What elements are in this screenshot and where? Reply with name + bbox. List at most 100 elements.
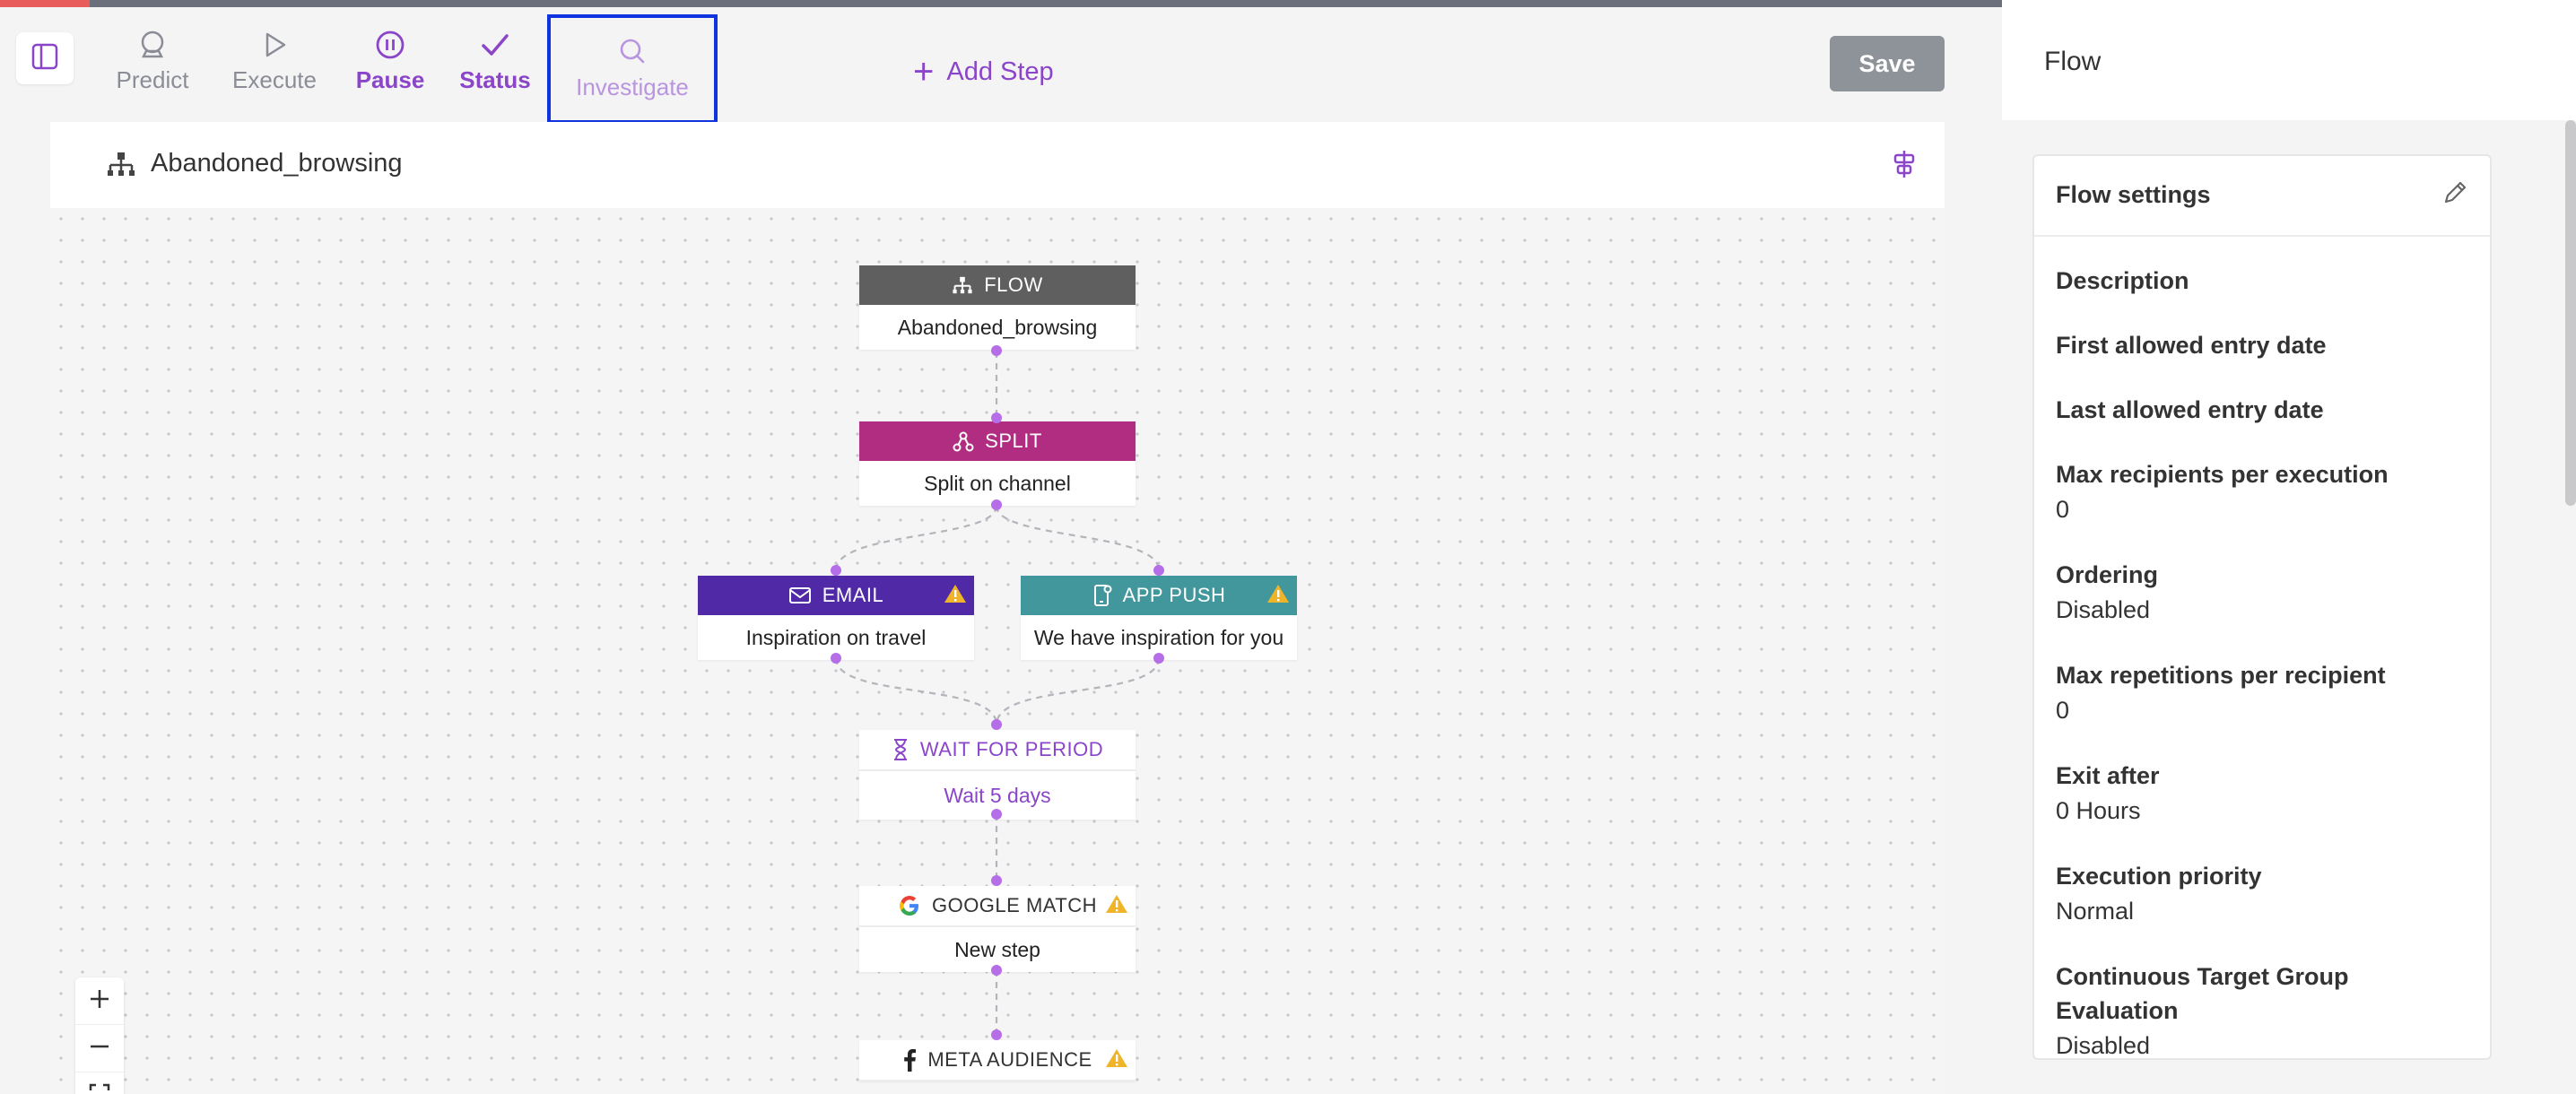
field-value: 0 — [2056, 697, 2070, 724]
warning-icon — [1105, 1047, 1128, 1074]
flow-settings-title: Flow settings — [2056, 181, 2211, 208]
connector-dot[interactable] — [1153, 653, 1164, 664]
investigate-button[interactable]: Investigate — [547, 14, 718, 124]
connector-dot[interactable] — [991, 1029, 1002, 1040]
connector-dot[interactable] — [991, 809, 1002, 820]
app-push-node[interactable]: APP PUSH We have inspiration for you — [1021, 576, 1297, 660]
warning-icon — [1105, 893, 1128, 920]
panel-body: Flow settings Description First allowed … — [2002, 120, 2576, 1094]
align-icon[interactable] — [1891, 149, 1918, 184]
meta-audience-node[interactable]: META AUDIENCE — [859, 1040, 1136, 1081]
field-continuous-target-group-evaluation: Continuous Target Group Evaluation Disab… — [2056, 959, 2477, 1064]
field-label: Exit after — [2056, 762, 2160, 789]
connector-dot[interactable] — [991, 719, 1002, 730]
execute-icon — [257, 27, 292, 63]
zoom-in-icon — [88, 987, 111, 1015]
flow-icon — [952, 275, 973, 295]
email-node[interactable]: EMAIL Inspiration on travel — [698, 576, 974, 660]
email-icon — [788, 586, 812, 604]
fit-view-button[interactable] — [75, 1072, 124, 1094]
split-node[interactable]: SPLIT Split on channel — [859, 421, 1136, 506]
connector-dot[interactable] — [991, 345, 1002, 356]
flow-canvas[interactable]: FLOW Abandoned_browsing SPLIT Split on c… — [50, 208, 1945, 1094]
search-icon — [614, 34, 650, 70]
connector-dot[interactable] — [1153, 565, 1164, 576]
connector-dot[interactable] — [991, 875, 1002, 886]
field-value: 0 — [2056, 496, 2070, 523]
pause-button[interactable]: Pause — [350, 27, 431, 99]
field-last-allowed-entry-date: Last allowed entry date — [2056, 393, 2477, 427]
connector-dot[interactable] — [991, 499, 1002, 510]
connector-dot[interactable] — [831, 653, 841, 664]
field-value: Normal — [2056, 898, 2135, 925]
flow-node[interactable]: FLOW Abandoned_browsing — [859, 265, 1136, 350]
pencil-icon[interactable] — [2441, 179, 2468, 211]
facebook-icon — [902, 1048, 917, 1072]
zoom-out-icon — [88, 1035, 111, 1063]
connector-dot[interactable] — [831, 565, 841, 576]
split-icon — [953, 430, 974, 452]
execute-button[interactable]: Execute — [224, 27, 325, 99]
field-label: First allowed entry date — [2056, 332, 2327, 359]
split-node-label: Split on channel — [924, 471, 1071, 495]
predict-label: Predict — [116, 66, 189, 93]
save-button[interactable]: Save — [1830, 36, 1945, 91]
app-push-node-type: APP PUSH — [1122, 584, 1226, 606]
field-label: Last allowed entry date — [2056, 396, 2324, 423]
connector-dot[interactable] — [991, 965, 1002, 976]
split-node-header: SPLIT — [859, 421, 1136, 461]
wait-node-label: Wait 5 days — [944, 783, 1051, 807]
hourglass-icon — [892, 738, 909, 761]
field-description: Description — [2056, 264, 2477, 298]
wait-node[interactable]: WAIT FOR PERIOD Wait 5 days — [859, 730, 1136, 820]
field-exit-after: Exit after 0 Hours — [2056, 759, 2477, 829]
status-button[interactable]: Status — [450, 27, 540, 99]
flow-side-panel: Flow Flow settings Description First all… — [2002, 0, 2576, 1094]
execute-label: Execute — [232, 66, 317, 93]
status-check-icon — [477, 27, 513, 63]
top-progress-fill — [0, 0, 90, 7]
app-push-node-label: We have inspiration for you — [1033, 625, 1284, 649]
app-push-node-header: APP PUSH — [1021, 576, 1297, 615]
connector-dot[interactable] — [991, 412, 1002, 423]
sidebar-toggle-icon — [31, 43, 58, 74]
flow-node-type: FLOW — [984, 274, 1043, 296]
google-match-node[interactable]: GOOGLE MATCH New step — [859, 886, 1136, 972]
meta-audience-node-type: META AUDIENCE — [927, 1048, 1092, 1071]
field-value: 0 Hours — [2056, 797, 2141, 824]
google-icon — [898, 894, 921, 917]
panel-scrollbar[interactable] — [2565, 120, 2576, 506]
field-execution-priority: Execution priority Normal — [2056, 859, 2477, 929]
predict-icon — [135, 27, 170, 63]
field-value: Disabled — [2056, 596, 2151, 623]
flow-icon — [106, 151, 136, 182]
warning-icon — [944, 583, 967, 610]
flow-name: Abandoned_browsing — [151, 149, 403, 178]
google-match-node-label: New step — [954, 937, 1040, 961]
investigate-label: Investigate — [576, 74, 689, 100]
canvas-header: Abandoned_browsing — [50, 122, 1945, 210]
email-node-type: EMAIL — [822, 584, 884, 606]
field-label: Max recipients per execution — [2056, 461, 2389, 488]
add-step-label: Add Step — [946, 56, 1054, 86]
flow-settings-card: Flow settings Description First allowed … — [2032, 154, 2492, 1060]
add-step-button[interactable]: + Add Step — [913, 54, 1054, 90]
flow-node-label: Abandoned_browsing — [897, 315, 1098, 339]
field-ordering: Ordering Disabled — [2056, 558, 2477, 628]
sidebar-toggle-button[interactable] — [16, 32, 74, 84]
connector-lines — [834, 352, 1161, 1035]
zoom-out-button[interactable] — [75, 1025, 124, 1072]
fit-icon — [88, 1082, 111, 1094]
google-match-node-header: GOOGLE MATCH — [859, 886, 1136, 927]
meta-audience-node-header: META AUDIENCE — [859, 1040, 1136, 1081]
predict-button[interactable]: Predict — [106, 27, 199, 99]
field-max-recipients: Max recipients per execution 0 — [2056, 457, 2477, 527]
split-node-type: SPLIT — [985, 430, 1042, 452]
warning-icon — [1266, 583, 1290, 610]
wait-node-header: WAIT FOR PERIOD — [859, 730, 1136, 771]
wait-node-type: WAIT FOR PERIOD — [919, 738, 1104, 760]
panel-title: Flow — [2044, 47, 2102, 76]
zoom-in-button[interactable] — [75, 977, 124, 1025]
flow-settings-header: Flow settings — [2034, 156, 2490, 237]
status-label: Status — [459, 66, 531, 93]
